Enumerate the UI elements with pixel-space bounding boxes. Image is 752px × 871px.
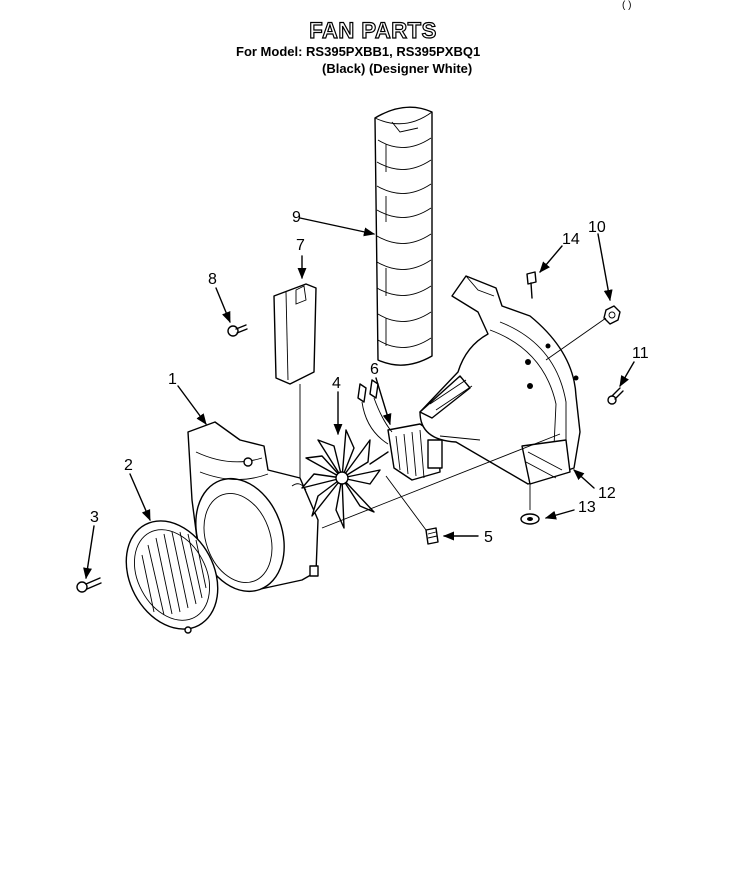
callout-6: 6 — [370, 361, 379, 378]
page-corner-mark: ( ) — [622, 0, 632, 11]
part-9-duct — [374, 106, 433, 366]
part-13-washer — [520, 513, 540, 525]
callout-1: 1 — [168, 371, 177, 388]
part-5-clip — [425, 527, 439, 545]
part-14-bolt — [526, 271, 537, 299]
callout-8: 8 — [208, 271, 217, 288]
leader-arrows — [83, 217, 635, 580]
part-7-cover-plate — [273, 283, 317, 385]
callout-labels: 1 2 3 4 5 6 7 8 9 10 11 12 13 14 — [90, 209, 649, 546]
callout-3: 3 — [90, 509, 99, 526]
callout-13: 13 — [578, 499, 596, 516]
part-6-motor — [357, 379, 443, 481]
assembly-lines — [299, 317, 607, 531]
part-12-motor-bracket — [419, 275, 581, 485]
callout-7: 7 — [296, 237, 305, 254]
callout-14: 14 — [562, 231, 580, 248]
callout-11: 11 — [632, 345, 649, 362]
callout-9: 9 — [292, 209, 301, 226]
part-11-screw — [607, 387, 624, 405]
part-3-screw — [76, 577, 102, 593]
part-4-fan-blade — [301, 429, 381, 529]
model-numbers: For Model: RS395PXBB1, RS395PXBQ1 — [236, 44, 481, 59]
color-variants: (Black) (Designer White) — [322, 61, 473, 76]
callout-5: 5 — [484, 529, 493, 546]
callout-2: 2 — [124, 457, 133, 474]
part-2-grille — [125, 520, 219, 634]
part-10-nut — [603, 305, 621, 325]
callout-12: 12 — [598, 485, 616, 502]
page-title: FAN PARTS — [309, 17, 437, 43]
callout-4: 4 — [332, 375, 341, 392]
callout-10: 10 — [588, 219, 606, 236]
part-1-blower-housing — [187, 421, 319, 593]
part-8-screw — [227, 324, 248, 337]
